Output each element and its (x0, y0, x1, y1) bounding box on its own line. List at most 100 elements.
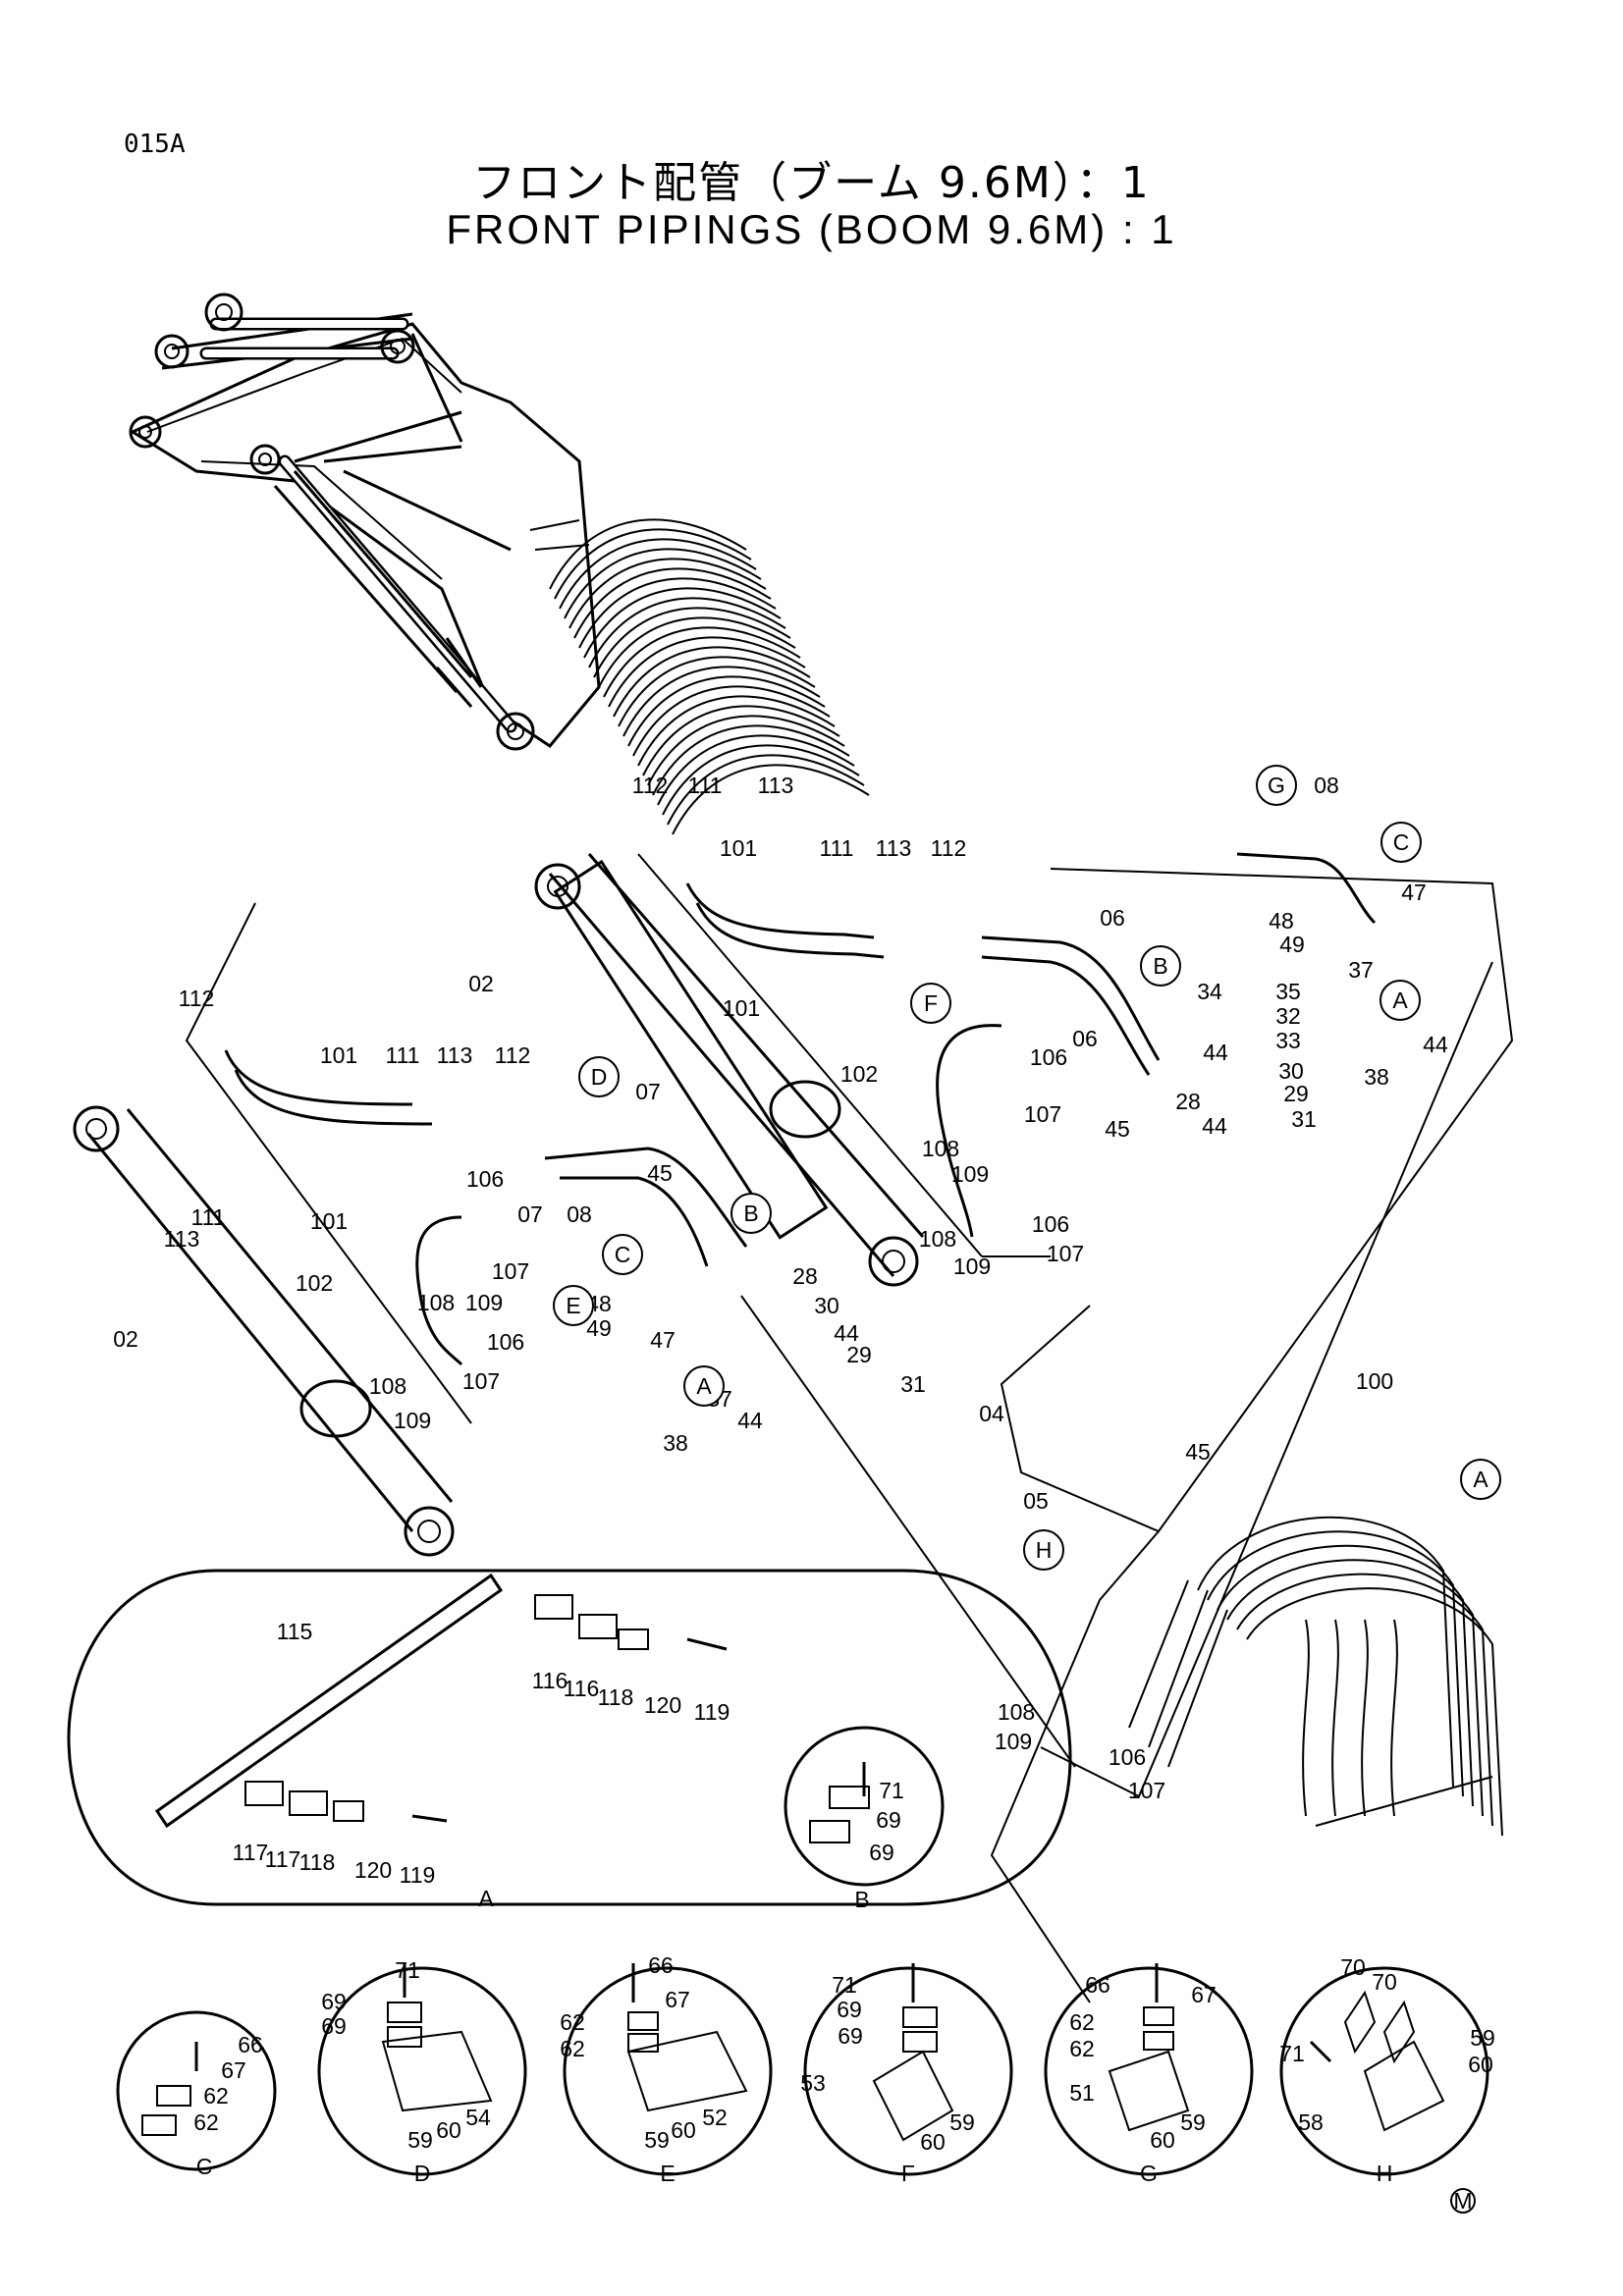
part-number-callout: 69 (876, 1807, 901, 1833)
part-number-callout: 62 (193, 2109, 219, 2135)
part-number-callout: 100 (1356, 1368, 1393, 1394)
part-number-callout: 69 (321, 1989, 347, 2014)
part-number-callout: 107 (462, 1368, 500, 1394)
part-number-callout: 62 (1069, 2009, 1095, 2035)
detail-view-label: E (660, 2161, 675, 2186)
part-number-callout: 101 (723, 995, 760, 1021)
part-number-callout: 31 (900, 1371, 926, 1397)
part-number-callout: 69 (869, 1840, 894, 1865)
part-number-callout: 115 (277, 1619, 313, 1644)
part-number-callout: 118 (299, 1849, 336, 1875)
part-number-callout: 106 (1030, 1044, 1067, 1070)
part-number-callout: 102 (840, 1061, 878, 1087)
part-number-callout: 112 (931, 835, 967, 861)
drawing-code: 015A (124, 130, 186, 159)
part-number-callout: 70 (1340, 1954, 1366, 1980)
part-number-callout: 08 (567, 1201, 592, 1227)
part-number-callout: 47 (1401, 880, 1427, 905)
view-letter-callout: A (1473, 1467, 1488, 1492)
part-number-callout: 67 (1191, 1982, 1217, 2007)
detail-G-outline (1044, 1963, 1254, 2176)
part-number-callout: 107 (492, 1258, 529, 1284)
part-number-callout: 71 (395, 1957, 420, 1983)
part-number-callout: 108 (922, 1136, 959, 1161)
callout-circle (1140, 945, 1181, 987)
view-letter-callout: D (591, 1064, 608, 1090)
part-number-callout: 59 (644, 2127, 670, 2153)
part-number-callout: 106 (487, 1329, 524, 1355)
part-number-callout: 117 (233, 1840, 269, 1865)
part-number-callout: 70 (1372, 1969, 1397, 1995)
view-letter-callout: A (696, 1373, 712, 1399)
detail-F-outline (803, 1963, 1013, 2176)
pipe-106-108-hoses (415, 1024, 1002, 1366)
view-letter-callout: E (566, 1293, 580, 1318)
part-number-callout: 06 (1100, 905, 1125, 931)
callout-circle (1256, 765, 1297, 806)
part-number-callout: 08 (1314, 773, 1339, 798)
part-number-callout: 44 (737, 1408, 763, 1433)
part-number-callout: 107 (1128, 1778, 1165, 1803)
part-number-callout: 54 (465, 2105, 491, 2130)
pipe-06-07-08 (544, 852, 1377, 1267)
part-number-callout: 29 (1283, 1081, 1309, 1106)
part-number-callout: 53 (800, 2070, 826, 2096)
callout-circle (602, 1234, 643, 1275)
detail-view-label: B (854, 1887, 869, 1912)
part-number-callout: 51 (1069, 2080, 1095, 2106)
part-number-callout: 112 (179, 986, 215, 1011)
part-number-callout: 119 (694, 1699, 730, 1725)
detail-D-outline (317, 1963, 527, 2176)
view-letter-callout: A (1392, 988, 1408, 1013)
part-number-callout: 60 (1150, 2127, 1175, 2153)
detail-C-outline (116, 2010, 277, 2171)
part-number-callout: 106 (1032, 1211, 1069, 1237)
part-number-callout: 120 (644, 1692, 681, 1718)
part-number-callout: 45 (1185, 1439, 1211, 1465)
part-number-callout: 59 (1180, 2109, 1206, 2135)
part-number-callout: 58 (1298, 2109, 1324, 2135)
part-number-callout: 35 (1275, 979, 1301, 1004)
hose-bundle-100 (1128, 1516, 1503, 1837)
part-number-callout: 30 (1278, 1058, 1304, 1084)
part-number-callout: 31 (1291, 1106, 1317, 1132)
part-number-callout: 38 (1364, 1064, 1389, 1090)
part-number-callout: 49 (586, 1315, 612, 1341)
leader-outline (185, 853, 1514, 2003)
part-number-callout: 67 (221, 2057, 246, 2083)
part-number-callout: 71 (1279, 2041, 1305, 2066)
part-number-callout: 113 (437, 1042, 473, 1068)
part-number-callout: 69 (321, 2013, 347, 2039)
boom-cylinder-left (73, 1105, 455, 1557)
part-number-callout: 60 (671, 2117, 696, 2143)
detail-view-label: D (414, 2161, 431, 2186)
part-number-callout: 117 (265, 1846, 301, 1872)
part-number-callout: 109 (995, 1729, 1032, 1754)
part-number-callout: 109 (951, 1161, 989, 1187)
detail-view-label: F (901, 2161, 915, 2186)
part-number-callout: 44 (1202, 1113, 1227, 1139)
part-number-callout: 118 (598, 1684, 634, 1710)
registered-mark: M (1453, 2188, 1472, 2214)
view-letter-callout: C (615, 1242, 631, 1267)
part-number-callout: 02 (113, 1326, 138, 1352)
part-number-callout: 02 (468, 971, 494, 996)
part-number-callout: 111 (191, 1204, 226, 1230)
part-number-callout: 59 (1470, 2025, 1495, 2051)
part-number-callout: 108 (369, 1373, 406, 1399)
part-number-callout: 106 (466, 1166, 504, 1192)
part-number-callout: 113 (876, 835, 912, 861)
part-number-callout: 113 (758, 773, 794, 798)
part-number-callout: 106 (1109, 1744, 1146, 1770)
detail-view-label: A (478, 1886, 494, 1911)
part-number-callout: 45 (1105, 1116, 1130, 1142)
part-number-callout: 108 (998, 1699, 1035, 1725)
view-letter-callout: H (1036, 1537, 1053, 1563)
part-number-callout: 119 (400, 1862, 436, 1888)
part-number-callout: 107 (1024, 1101, 1061, 1127)
part-number-callout: 28 (1175, 1089, 1201, 1114)
part-number-callout: 44 (1203, 1040, 1228, 1065)
part-number-callout: 71 (832, 1972, 857, 1998)
